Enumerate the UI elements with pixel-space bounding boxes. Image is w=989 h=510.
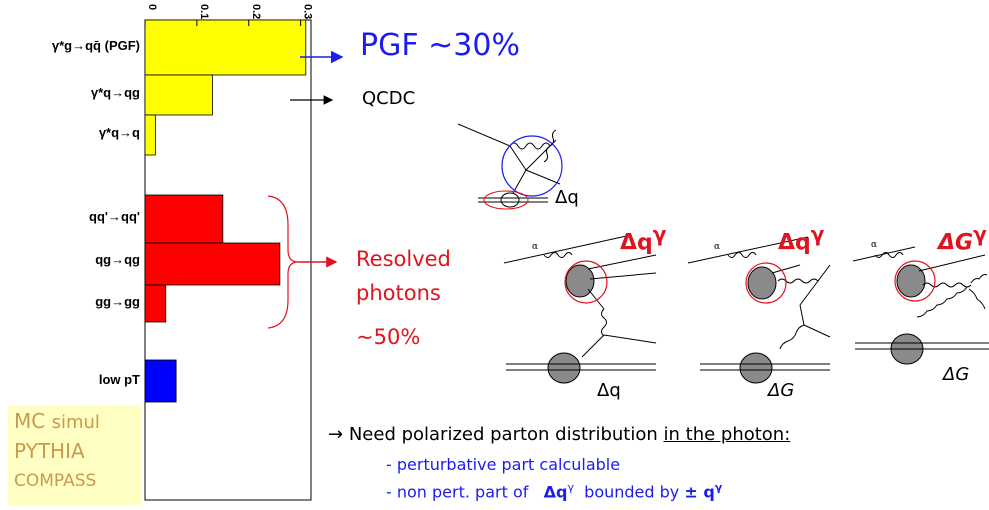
- note-b2-gamma: γ: [567, 481, 574, 494]
- category-labels: γ*g→qq̄ (PGF) γ*q→qg γ*q→q qq'→qq' qg→qg gg→g…: [52, 38, 140, 387]
- chart-bars: [144, 19, 307, 403]
- gamma-sup-3: γ: [973, 222, 987, 246]
- process-fraction-chart: 0 0.1 0.2 0.3 γ*g→qq̄ (PGF) γ*q→qg γ*q→q qq'→q…: [52, 4, 314, 501]
- note-main: → Need polarized parton distribution in …: [328, 424, 790, 445]
- category-label-4: qg→qg: [95, 252, 140, 267]
- x-axis-ticks: 0 0.1 0.2 0.3: [144, 4, 314, 26]
- category-label-5: gg→gg: [95, 294, 140, 309]
- note-b2-pre: - non pert. part of: [386, 482, 529, 502]
- bar-4: [144, 242, 281, 286]
- category-label-2: γ*q→q: [99, 125, 140, 140]
- dq-gamma-label-2: Δqγ: [778, 222, 824, 255]
- dq-text-2: Δq: [778, 230, 811, 256]
- note-b2-dq: Δq: [543, 482, 568, 502]
- resolved-brace: [267, 195, 299, 329]
- qcdc-feynman-diagram: [457, 123, 563, 210]
- bar-0: [144, 19, 307, 76]
- tick-label-0: 0: [146, 4, 158, 10]
- pgf-label: PGF ~30%: [360, 28, 520, 63]
- dG-gamma-label: ΔGγ: [938, 222, 987, 255]
- mc-simul-box: MC simul PYTHIA COMPASS: [8, 405, 142, 505]
- photons-word: photons: [356, 281, 441, 305]
- note-b2-pm: ± q: [684, 482, 715, 502]
- bar-6: [144, 359, 177, 403]
- bar-3: [144, 194, 224, 244]
- category-label-1: γ*q→qg: [91, 85, 140, 100]
- mc-label: MC: [14, 409, 46, 433]
- note-arrow: →: [328, 424, 344, 445]
- gamma-sup-2: γ: [810, 222, 825, 246]
- note-b2-gamma-2: γ: [714, 481, 723, 494]
- category-label-6: low pT: [99, 372, 140, 387]
- bar-1: [144, 74, 213, 116]
- note-main-underlined: in the photon:: [663, 424, 791, 445]
- qcdc-label: QCDC: [362, 88, 416, 109]
- resolved-diagram-dq-gluon: α: [687, 236, 831, 384]
- dq-text-1: Δq: [620, 230, 653, 256]
- tick-label-0.1: 0.1: [198, 4, 210, 19]
- resolved-diagram-dq: α: [503, 234, 657, 384]
- resolved-dG-label-1: ΔG: [768, 380, 795, 401]
- simul-label: simul: [51, 412, 100, 433]
- note-bullet-2: - non pert. part of Δqγ bounded by ± qγ: [386, 481, 722, 501]
- bar-5: [144, 284, 167, 323]
- resolved-dG-label-2: ΔG: [943, 364, 970, 385]
- gamma-sup-1: γ: [652, 222, 667, 246]
- qcdc-delta-q-label: Δq: [555, 187, 579, 208]
- compass-label: COMPASS: [14, 471, 97, 491]
- resolved-diagram-dG: α: [852, 240, 989, 365]
- tick-label-0.3: 0.3: [302, 4, 314, 19]
- resolved-word: Resolved: [356, 247, 451, 271]
- resolved-percent: ~50%: [356, 325, 421, 349]
- resolved-dq-label: Δq: [597, 380, 621, 401]
- resolved-label: Resolved photons: [356, 242, 451, 310]
- pythia-label: PYTHIA: [14, 439, 85, 463]
- alpha-label-3: α: [871, 240, 877, 250]
- dG-text: ΔG: [938, 230, 974, 256]
- dq-gamma-label-1: Δqγ: [620, 222, 666, 255]
- tick-label-0.2: 0.2: [250, 4, 262, 19]
- bar-2: [144, 114, 156, 156]
- alpha-label-1: α: [532, 242, 538, 252]
- note-b2-mid: bounded by: [584, 482, 680, 502]
- note-main-text: Need polarized parton distribution: [348, 424, 658, 445]
- category-label-3: qq'→qq': [89, 209, 140, 224]
- category-label-0: γ*g→qq̄ (PGF): [52, 38, 140, 53]
- note-bullet-1: - perturbative part calculable: [386, 455, 621, 474]
- alpha-label-2: α: [714, 242, 720, 252]
